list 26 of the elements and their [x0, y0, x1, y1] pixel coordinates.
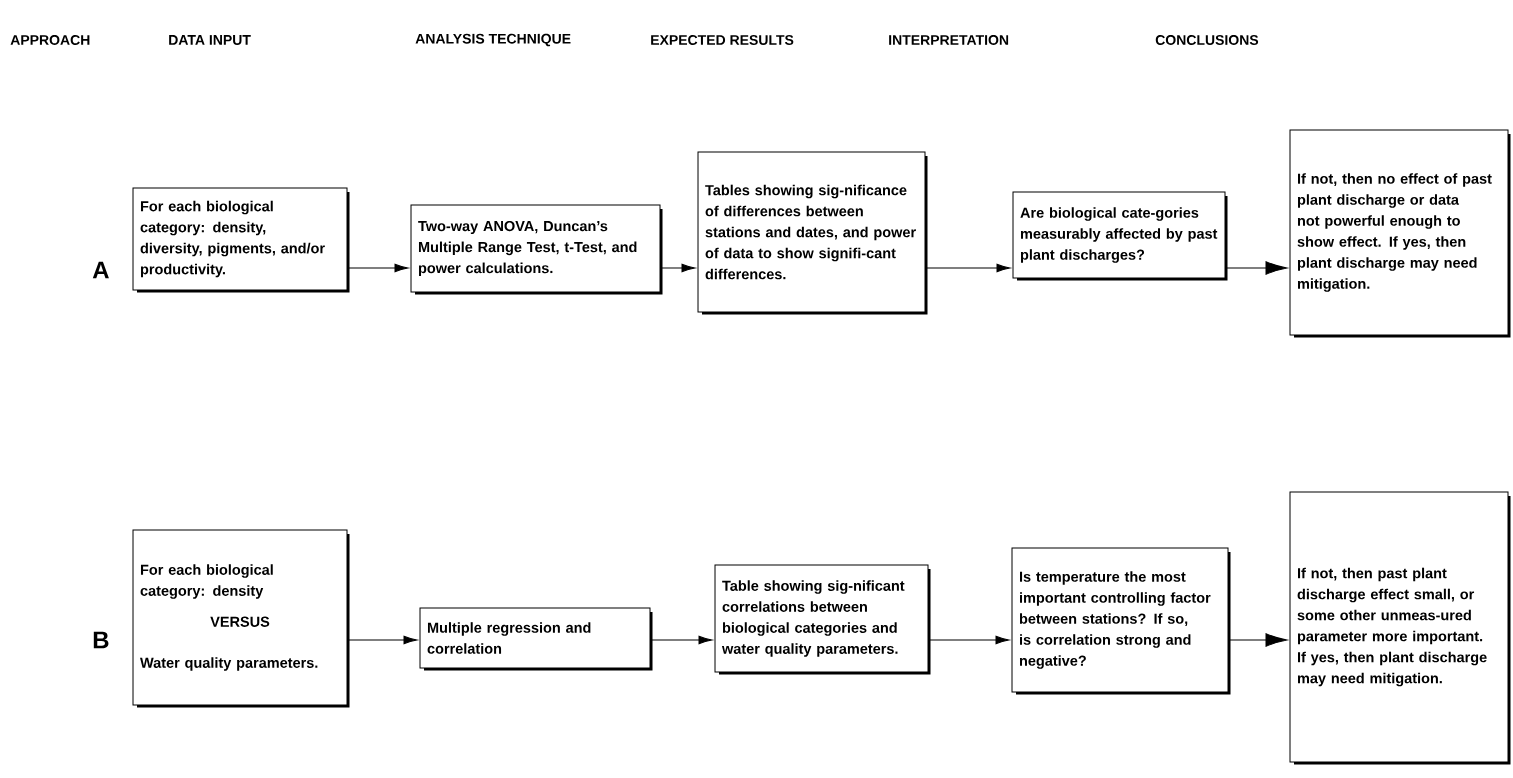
arrow: [347, 263, 409, 273]
process-box: Tables showing sig-nificance of differences between stations and dates, and power of data to show signifi-cant differences.: [697, 151, 928, 315]
process-box: Table showing sig-nificant correlations between biological categories and water quality parameters.: [714, 564, 931, 675]
process-box: If not, then no effect of past plant discharge or data not powerful enough to show effect. If yes, then plant discharge may need mitigation.: [1289, 129, 1511, 338]
column-heading: EXPECTED RESULTS: [651, 35, 794, 45]
arrow: [1228, 633, 1288, 647]
arrow: [660, 263, 696, 273]
process-box: Is temperature the most important controlling factor between stations? If so, is correlation strong and negative?: [1011, 547, 1231, 695]
arrow: [650, 635, 713, 645]
process-box: For each biological category: density VERSUS Water quality parameters.: [132, 529, 350, 708]
arrow: [928, 635, 1010, 645]
arrow: [1225, 261, 1288, 275]
process-box: Two-way ANOVA, Duncan’s Multiple Range Test, t-Test, and power calculations.: [410, 204, 663, 295]
column-heading: ANALYSIS TECHNIQUE: [415, 33, 571, 47]
process-box: If not, then past plant discharge effect small, or some other unmeas-ured parameter more important. If yes, then plant discharge may need mitigation.: [1289, 491, 1511, 765]
row-letter: A: [92, 261, 109, 279]
column-heading: CONCLUSIONS: [1155, 35, 1259, 45]
process-box: Multiple regression and correlation: [419, 607, 653, 671]
row-letter: B: [93, 631, 109, 649]
process-box: Are biological cate-gories measurably affected by past plant discharges?: [1012, 191, 1228, 281]
arrow: [347, 635, 418, 645]
arrow: [925, 263, 1011, 273]
column-heading: INTERPRETATION: [889, 35, 1009, 45]
column-heading: DATA INPUT: [169, 35, 251, 45]
column-heading: APPROACH: [10, 35, 90, 45]
process-box: For each biological category: density, diversity, pigments, and/or productivity.: [132, 187, 350, 293]
